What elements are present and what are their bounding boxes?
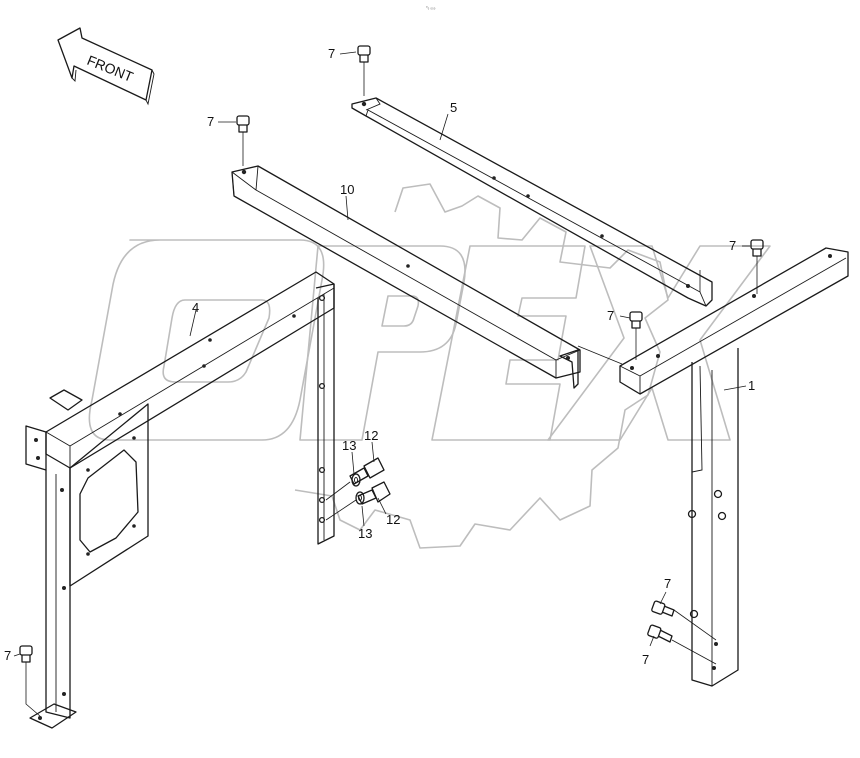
bolt-7-top [357, 45, 371, 63]
callout-7-right-mid: 7 [607, 308, 614, 323]
assembly-guide-lines [25, 62, 758, 717]
part-10-tube [231, 165, 581, 389]
callout-7-side-lower: 7 [642, 652, 649, 667]
callout-leaders [13, 51, 750, 657]
part-5-strap [351, 97, 713, 307]
bolt-7-right-mid [629, 311, 643, 329]
front-direction-arrow: FRONT [57, 27, 155, 106]
fastener-bolts [19, 45, 764, 663]
callout-12-lower: 12 [386, 512, 400, 527]
watermark-letter-o [88, 239, 325, 441]
watermark-letter-e [431, 245, 586, 441]
watermark-letter-x [547, 245, 771, 441]
callout-5: 5 [450, 100, 457, 115]
callout-10: 10 [340, 182, 354, 197]
callout-13-lower: 13 [358, 526, 372, 541]
part-4-frame [25, 271, 335, 729]
bolt-12-lower [357, 481, 391, 505]
bolt-7-side-b [647, 624, 673, 643]
front-arrow-outline [57, 27, 153, 101]
watermark-gear-outline [294, 183, 669, 549]
part-1-frame [619, 247, 849, 687]
sheet-code: ⁰₀ ₀₀₀ [426, 5, 436, 10]
callout-7-upper-left: 7 [207, 114, 214, 129]
callout-7-right-top: 7 [729, 238, 736, 253]
opex-watermark [88, 183, 771, 549]
callout-7-lower-left: 7 [4, 648, 11, 663]
bolt-7-lower-left [19, 645, 33, 663]
bolt-7-side-a [651, 600, 675, 617]
bolt-12-upper [349, 457, 385, 485]
callout-12-upper: 12 [364, 428, 378, 443]
bolt-7-right-top [750, 239, 764, 257]
washer-13-upper [351, 473, 361, 487]
callout-13-upper: 13 [342, 438, 356, 453]
callout-7-top: 7 [328, 46, 335, 61]
front-arrow-label: FRONT [85, 52, 136, 85]
front-arrow-shadow [71, 69, 155, 106]
callout-7-side-upper: 7 [664, 576, 671, 591]
washer-13-lower [355, 491, 365, 505]
callout-4: 4 [192, 300, 199, 315]
watermark-letter-p [299, 245, 466, 441]
callout-labels: 7 7 7 7 7 7 7 5 10 4 1 12 13 12 13 [4, 46, 755, 667]
bolt-7-upper-left [236, 115, 250, 133]
callout-1: 1 [748, 378, 755, 393]
